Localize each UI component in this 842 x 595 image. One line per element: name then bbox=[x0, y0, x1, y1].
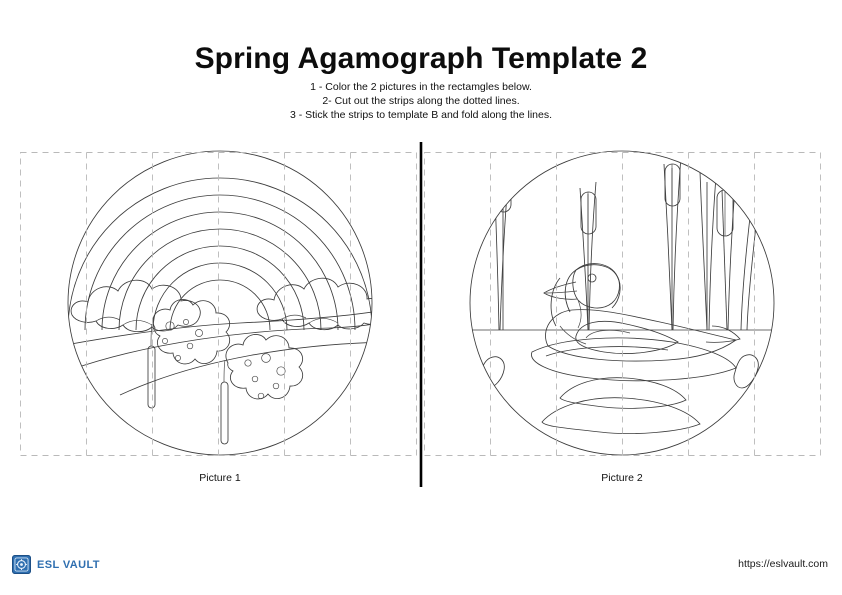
picture-1-frame bbox=[67, 150, 373, 456]
picture-2-caption: Picture 2 bbox=[601, 472, 643, 484]
tree-left bbox=[147, 299, 230, 409]
instructions-block: 1 - Color the 2 pictures in the rectamgl… bbox=[0, 80, 842, 122]
brand-logo[interactable]: ESL Vault bbox=[12, 555, 100, 574]
instruction-line-1: 1 - Color the 2 pictures in the rectamgl… bbox=[310, 81, 532, 93]
cloud-left bbox=[70, 279, 201, 333]
duck bbox=[543, 263, 741, 362]
picture-1-artwork bbox=[67, 150, 373, 456]
template-artwork bbox=[20, 142, 821, 487]
instruction-line-3: 3 - Stick the strips to template B and f… bbox=[289, 109, 553, 121]
pond-ripples bbox=[479, 337, 759, 434]
picture-2-frame bbox=[469, 150, 775, 456]
tree-right bbox=[220, 334, 303, 445]
vault-logo-icon bbox=[12, 555, 31, 574]
instruction-line-2: 2- Cut out the strips along the dotted l… bbox=[322, 95, 520, 107]
picture-1-caption: Picture 1 bbox=[199, 472, 241, 484]
cut-guide-lines bbox=[20, 152, 821, 456]
cloud-right bbox=[256, 277, 372, 331]
brand-name-label: ESL Vault bbox=[37, 558, 100, 571]
cattail-reeds bbox=[493, 155, 758, 331]
template-work-area: Picture 1 Picture 2 bbox=[0, 130, 842, 500]
page-footer: ESL Vault https://eslvault.com bbox=[0, 547, 842, 595]
page-title: Spring Agamograph Template 2 bbox=[194, 42, 648, 76]
site-url-label[interactable]: https://eslvault.com bbox=[738, 558, 828, 570]
picture-2-artwork bbox=[469, 150, 775, 456]
